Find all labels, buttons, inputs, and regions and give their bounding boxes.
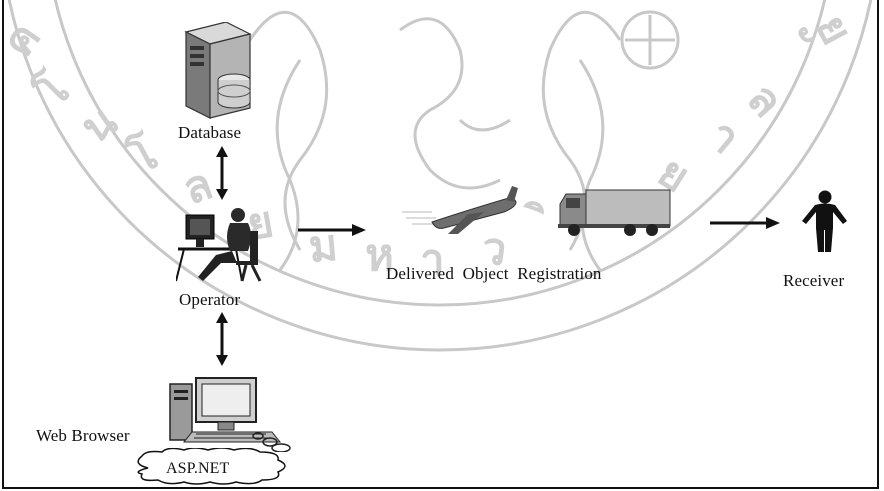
delivered-object-registration-label: Delivered Object Registration: [386, 264, 602, 283]
database-label: Database: [178, 123, 242, 142]
operator-workstation-icon: [176, 208, 262, 282]
receiver-label: Receiver: [783, 271, 845, 290]
arrow-database-operator: [216, 146, 228, 200]
arrow-operator-browser: [216, 312, 228, 366]
svg-text:ห: ห: [365, 231, 394, 280]
web-browser-computer-icon: [169, 377, 291, 452]
airplane-icon: [402, 186, 518, 234]
database-server-icon: [184, 22, 252, 119]
svg-text:า: า: [420, 236, 445, 285]
asp-net-label: ASP.NET: [166, 460, 230, 477]
asp-net-cloud-icon: [137, 448, 286, 485]
truck-icon: [558, 189, 671, 236]
arrow-operator-delivered: [298, 224, 366, 236]
operator-label: Operator: [179, 290, 241, 309]
receiver-person-icon: [802, 190, 847, 252]
web-browser-label: Web Browser: [36, 426, 130, 445]
arrow-delivered-receiver: [710, 217, 780, 229]
